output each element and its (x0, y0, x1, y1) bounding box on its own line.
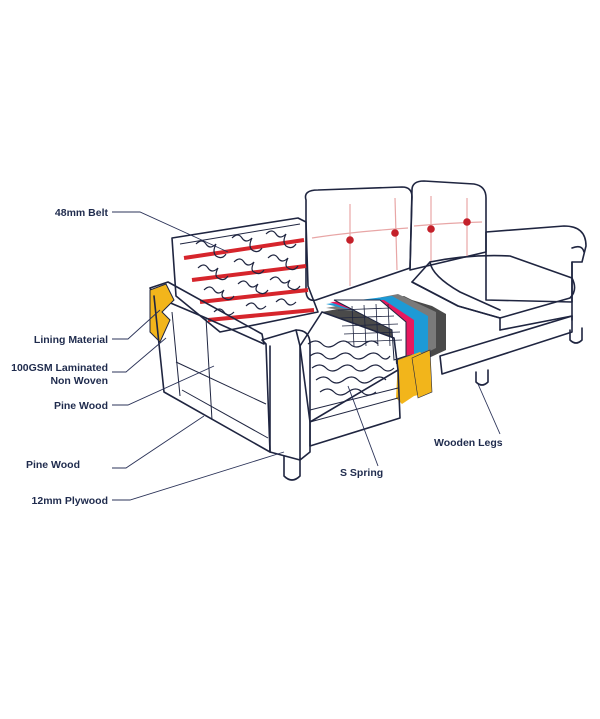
left-armrest-frame (149, 281, 271, 453)
foam-layers-cutaway (322, 294, 446, 404)
label-pine-wood-upper: Pine Wood (54, 400, 108, 412)
right-armrest (485, 225, 587, 321)
label-12mm-plywood: 12mm Plywood (32, 495, 108, 507)
label-laminated-line2: Non Woven (50, 375, 108, 387)
leader-lines (112, 211, 501, 501)
label-wooden-legs: Wooden Legs (434, 437, 503, 449)
label-lining-material: Lining Material (34, 334, 108, 346)
sofa-backrest (304, 180, 487, 302)
part-labels: 48mm Belt Lining Material 100GSM Laminat… (11, 207, 503, 507)
backrest-s-springs (195, 230, 301, 316)
seat-base-front (439, 315, 573, 375)
wooden-legs (283, 327, 583, 481)
tufting-buttons (346, 218, 471, 244)
label-s-spring: S Spring (340, 467, 383, 479)
label-48mm-belt: 48mm Belt (55, 207, 109, 219)
label-laminated-line1: 100GSM Laminated (11, 362, 108, 374)
right-seat-cushions (411, 254, 576, 331)
label-pine-wood-lower: Pine Wood (26, 459, 80, 471)
webbing-belts (183, 238, 315, 322)
seat-spring-deck (299, 311, 401, 447)
